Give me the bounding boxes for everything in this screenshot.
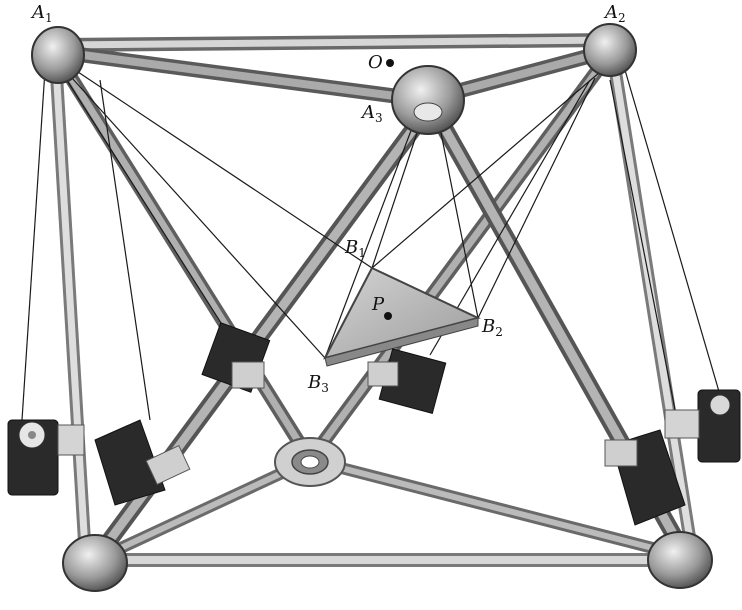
label-b3: B3 — [307, 372, 329, 395]
cable — [99, 79, 151, 421]
motor-left-inner — [94, 419, 191, 506]
cable — [477, 77, 596, 319]
cable — [21, 69, 46, 421]
joints — [31, 23, 713, 592]
frame-struts-back — [48, 48, 697, 567]
frame-struts-top — [59, 33, 614, 108]
point-p-marker — [384, 312, 392, 320]
cable — [74, 69, 373, 269]
labels: A1 A2 O A3 B1 P B2 B3 — [30, 2, 626, 395]
moving-platform — [323, 266, 481, 367]
motor-mid-left — [201, 322, 271, 393]
label-a3: A3 — [360, 102, 383, 125]
cable — [624, 69, 721, 396]
label-a1: A1 — [30, 2, 53, 25]
cable — [371, 71, 601, 269]
motor-left-outer — [7, 419, 85, 496]
motor-right-outer — [664, 389, 741, 463]
motor-center — [367, 348, 447, 414]
cable — [609, 79, 681, 436]
cable — [71, 77, 326, 359]
label-b2: B2 — [481, 316, 503, 339]
motor-right-inner — [604, 429, 686, 526]
label-b1: B1 — [344, 237, 366, 260]
cable — [439, 127, 479, 319]
label-o: O — [368, 52, 383, 73]
joint-a1 — [31, 26, 85, 84]
cable — [371, 129, 419, 269]
cable — [324, 127, 413, 359]
cables — [21, 69, 721, 436]
joint-bottom-right — [647, 531, 713, 589]
label-p: P — [371, 294, 385, 315]
cable — [67, 81, 236, 346]
point-o-marker — [386, 59, 394, 67]
bottom-hub — [274, 437, 346, 487]
joint-a2 — [583, 23, 637, 77]
motor-units — [7, 322, 741, 526]
label-a2: A2 — [603, 2, 626, 25]
joint-bottom-left — [62, 534, 128, 592]
joint-a3 — [391, 65, 465, 135]
